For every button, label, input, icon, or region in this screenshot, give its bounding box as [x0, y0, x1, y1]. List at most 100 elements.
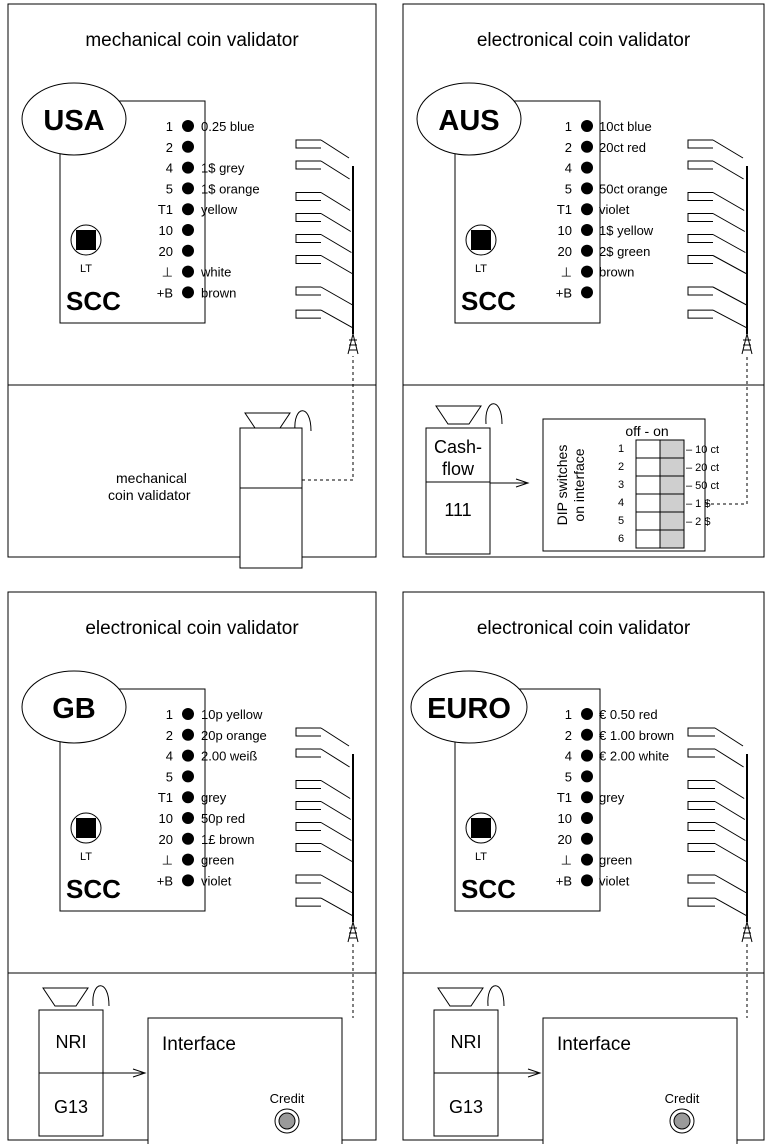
pin-dot — [581, 244, 593, 257]
connector-tab — [295, 192, 321, 201]
wire — [320, 727, 350, 747]
pin-number: 1 — [565, 707, 572, 722]
interface-label: Interface — [557, 1034, 631, 1055]
pin-number: 10 — [159, 811, 173, 826]
pin-number: 5 — [166, 181, 173, 196]
credit-led — [278, 1112, 296, 1130]
pin-dot — [581, 853, 593, 866]
pin-number: ⊥ — [162, 853, 173, 868]
credit-led — [673, 1112, 691, 1130]
wire — [320, 234, 352, 253]
pin-dot — [182, 832, 194, 845]
connector-tab — [295, 255, 321, 264]
connector-tab — [295, 780, 321, 789]
pin-dot — [581, 708, 593, 720]
pin-number: 5 — [565, 181, 572, 196]
interface-box — [147, 1017, 343, 1144]
connector-tab — [687, 822, 715, 831]
connector-tab — [687, 255, 713, 264]
coin-return-icon — [294, 410, 312, 432]
country-label: AUS — [438, 105, 499, 137]
pin-color-label: € 1.00 brown — [599, 728, 674, 743]
pin-color-label: 2.00 weiß — [201, 749, 257, 764]
pin-number: 4 — [565, 749, 572, 764]
pin-color-label: violet — [599, 873, 630, 888]
connector-tab — [687, 192, 713, 201]
pin-color-label: brown — [201, 285, 236, 300]
wire — [320, 780, 351, 799]
connector-tab — [295, 843, 321, 852]
wire — [320, 286, 353, 306]
pin-number: 2 — [565, 728, 572, 743]
connector-tab — [295, 160, 321, 170]
pin-color-label: 0.25 blue — [201, 119, 255, 134]
wire — [714, 874, 747, 894]
wire — [320, 897, 354, 917]
wire — [712, 309, 748, 329]
pin-dot — [581, 161, 593, 174]
pin-number: ⊥ — [162, 265, 173, 280]
wire — [712, 255, 747, 274]
connector-tab — [687, 748, 715, 758]
connector-tab — [687, 309, 713, 319]
pin-number: T1 — [158, 790, 173, 805]
pin-dot — [182, 770, 194, 783]
pin-number: 4 — [166, 749, 173, 764]
connector-tab — [295, 897, 321, 907]
pin-number: 20 — [558, 832, 572, 847]
pin-dot — [581, 203, 593, 216]
connector-tab — [687, 780, 715, 789]
pin-number: 1 — [166, 119, 173, 134]
arrow-head — [132, 1068, 147, 1078]
connector-tab — [295, 309, 321, 319]
country-ellipse — [416, 82, 522, 156]
scc-label: SCC — [66, 874, 121, 904]
plug-icon — [347, 921, 359, 943]
dip-number: 2 — [618, 461, 624, 473]
panel-title: electronical coin validator — [477, 30, 691, 51]
country-label: GB — [52, 693, 96, 725]
bottom-label: mechanical — [116, 470, 187, 486]
lt-label: LT — [80, 263, 92, 275]
panel-title: electronical coin validator — [85, 618, 299, 639]
connector-tab — [687, 897, 715, 907]
pin-dot — [581, 265, 593, 278]
wire — [320, 843, 353, 862]
pin-dot — [581, 728, 593, 741]
pin-dot — [581, 749, 593, 762]
pin-dot — [182, 203, 194, 216]
wire — [320, 160, 350, 180]
pin-color-label: 10p yellow — [201, 707, 263, 722]
wire — [714, 748, 744, 768]
pin-color-label: green — [201, 853, 234, 868]
cashflow-box — [425, 427, 491, 555]
connector-tab — [295, 286, 321, 296]
pin-number: 20 — [558, 244, 572, 259]
pin-dot — [581, 120, 593, 132]
pin-color-label: 1$ yellow — [599, 223, 654, 238]
lt-square — [76, 230, 96, 250]
lt-square — [471, 818, 491, 838]
connector-tab — [295, 234, 321, 243]
pin-dot — [182, 812, 194, 824]
country-ellipse — [21, 82, 127, 156]
lt-square — [471, 230, 491, 250]
coin-slot-icon — [42, 987, 89, 1007]
pin-number: 1 — [565, 119, 572, 134]
pin-number: 1 — [166, 707, 173, 722]
connector-tab — [295, 139, 321, 149]
pin-number: 20 — [159, 832, 173, 847]
pin-dot — [581, 770, 593, 783]
coin-return-icon — [487, 985, 505, 1007]
pin-number: 2 — [166, 140, 173, 155]
pin-color-label: violet — [201, 873, 232, 888]
connector-tab — [687, 727, 715, 737]
wire — [714, 780, 745, 799]
wire — [712, 192, 745, 211]
pin-dot — [182, 853, 194, 866]
lt-label: LT — [80, 851, 92, 863]
pin-dot — [182, 224, 194, 236]
pin-color-label: grey — [201, 790, 227, 805]
interface-box — [542, 1017, 738, 1144]
